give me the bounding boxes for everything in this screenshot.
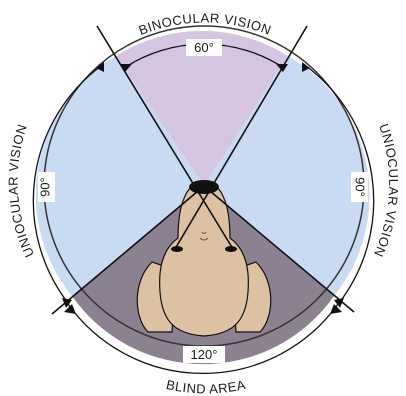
uniocular-right-angle-label: 90°	[351, 172, 368, 202]
uniocular-right-title: UNIOCULAR VISION	[371, 122, 401, 260]
uniocular-left-title: UNIOCULAR VISION	[6, 122, 37, 259]
blind-area-title: BLIND AREA	[165, 377, 247, 396]
svg-text:90°: 90°	[353, 177, 368, 197]
svg-text:90°: 90°	[37, 177, 52, 197]
uniocular-left-angle-label: 90°	[37, 172, 55, 202]
svg-text:60°: 60°	[194, 40, 214, 55]
binocular-angle-label: 60°	[186, 39, 222, 56]
blind-angle-label: 120°	[183, 346, 225, 363]
svg-text:120°: 120°	[191, 347, 218, 362]
